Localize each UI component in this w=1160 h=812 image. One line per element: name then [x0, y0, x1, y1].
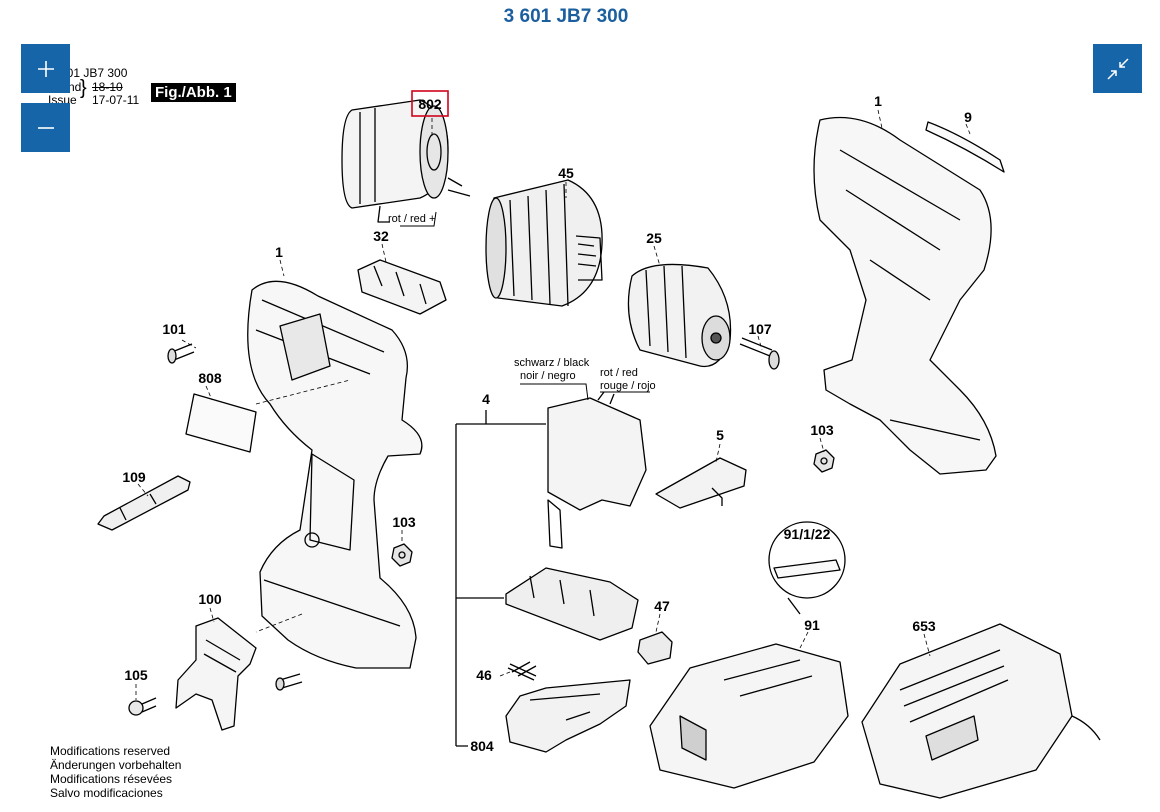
footer-line-es: Salvo modificaciones [50, 786, 163, 800]
footer-line-en: Modifications reserved [50, 744, 171, 758]
stand-value: 18-10 [92, 80, 123, 94]
callout-25[interactable]: 25 [646, 230, 662, 246]
wire-label-red-1: rot / red [600, 367, 638, 379]
callout-47[interactable]: 47 [654, 598, 670, 614]
footer-line-fr: Modifications résevées [50, 772, 173, 786]
callout-107[interactable]: 107 [748, 321, 772, 337]
wire-black [520, 383, 589, 401]
collapse-view-button[interactable] [1093, 44, 1142, 93]
plus-icon [37, 60, 55, 78]
label-strip-9 [925, 121, 1005, 173]
chuck-part [627, 263, 732, 368]
callout-5[interactable]: 5 [716, 427, 724, 443]
bit-109 [97, 475, 191, 531]
gearbox-part [485, 179, 603, 307]
callout-91[interactable]: 91 [804, 617, 820, 633]
cover-5 [655, 457, 747, 509]
callout-109[interactable]: 109 [122, 469, 146, 485]
housing-half-left [247, 280, 423, 669]
callout-103-right[interactable]: 103 [810, 422, 834, 438]
callout-1-left[interactable]: 1 [275, 244, 283, 260]
belt-clip-100 [175, 617, 257, 731]
label-plate-808 [185, 393, 257, 453]
zoom-in-button[interactable] [21, 44, 70, 93]
housing-half-right [813, 116, 997, 475]
callout-46[interactable]: 46 [476, 667, 492, 683]
bracket-4 [455, 410, 546, 747]
leader-lines [135, 109, 971, 700]
callout-804[interactable]: 804 [470, 738, 494, 754]
callout-105[interactable]: 105 [124, 667, 148, 683]
wire-label-black-1: schwarz / black [514, 357, 590, 369]
screw-base [275, 673, 303, 691]
callout-45[interactable]: 45 [558, 165, 574, 181]
minus-icon [37, 119, 55, 137]
part-47 [637, 631, 673, 665]
motor-part [341, 99, 471, 223]
callout-808[interactable]: 808 [198, 370, 222, 386]
battery-pack-91 [649, 643, 849, 789]
charger-653 [861, 623, 1101, 799]
modifications-notice: Modifications reserved Änderungen vorbeh… [50, 744, 181, 800]
label-91-1-22 [768, 521, 846, 615]
callout-91-1-22[interactable]: 91/1/22 [784, 526, 831, 542]
screw-101 [167, 343, 195, 364]
screw-105 [128, 697, 157, 716]
callout-9[interactable]: 9 [964, 109, 972, 125]
brush-holder-part [357, 259, 447, 315]
figure-label: Fig./Abb. 1 [151, 83, 236, 102]
wire-label-motor-red: rot / red + [388, 213, 435, 225]
callout-100[interactable]: 100 [198, 591, 222, 607]
zoom-out-button[interactable] [21, 103, 70, 152]
callout-802[interactable]: 802 [418, 96, 442, 112]
nut-103-right [813, 449, 835, 473]
screw-107 [739, 337, 780, 370]
switch-assembly-4 [505, 391, 647, 641]
wire-label-black-2: noir / negro [520, 370, 576, 382]
callout-1-right[interactable]: 1 [874, 93, 882, 109]
callout-4[interactable]: 4 [482, 391, 490, 407]
footer-line-de: Änderungen vorbehalten [50, 758, 182, 772]
brace-glyph: } [80, 77, 87, 99]
callout-32[interactable]: 32 [373, 228, 389, 244]
wire-label-red-2: rouge / rojo [600, 380, 656, 392]
nut-103-left [391, 543, 413, 567]
callout-101[interactable]: 101 [162, 321, 186, 337]
issue-value: 17-07-11 [92, 93, 140, 107]
board-804 [505, 679, 631, 753]
callout-653[interactable]: 653 [912, 618, 936, 634]
wire-motor [400, 211, 437, 227]
callout-103-left[interactable]: 103 [392, 514, 416, 530]
highlight-box-802 [411, 90, 449, 117]
spring-46 [507, 661, 537, 681]
page-title: 3 601 JB7 300 [503, 6, 629, 27]
collapse-arrows-icon [1106, 57, 1129, 80]
